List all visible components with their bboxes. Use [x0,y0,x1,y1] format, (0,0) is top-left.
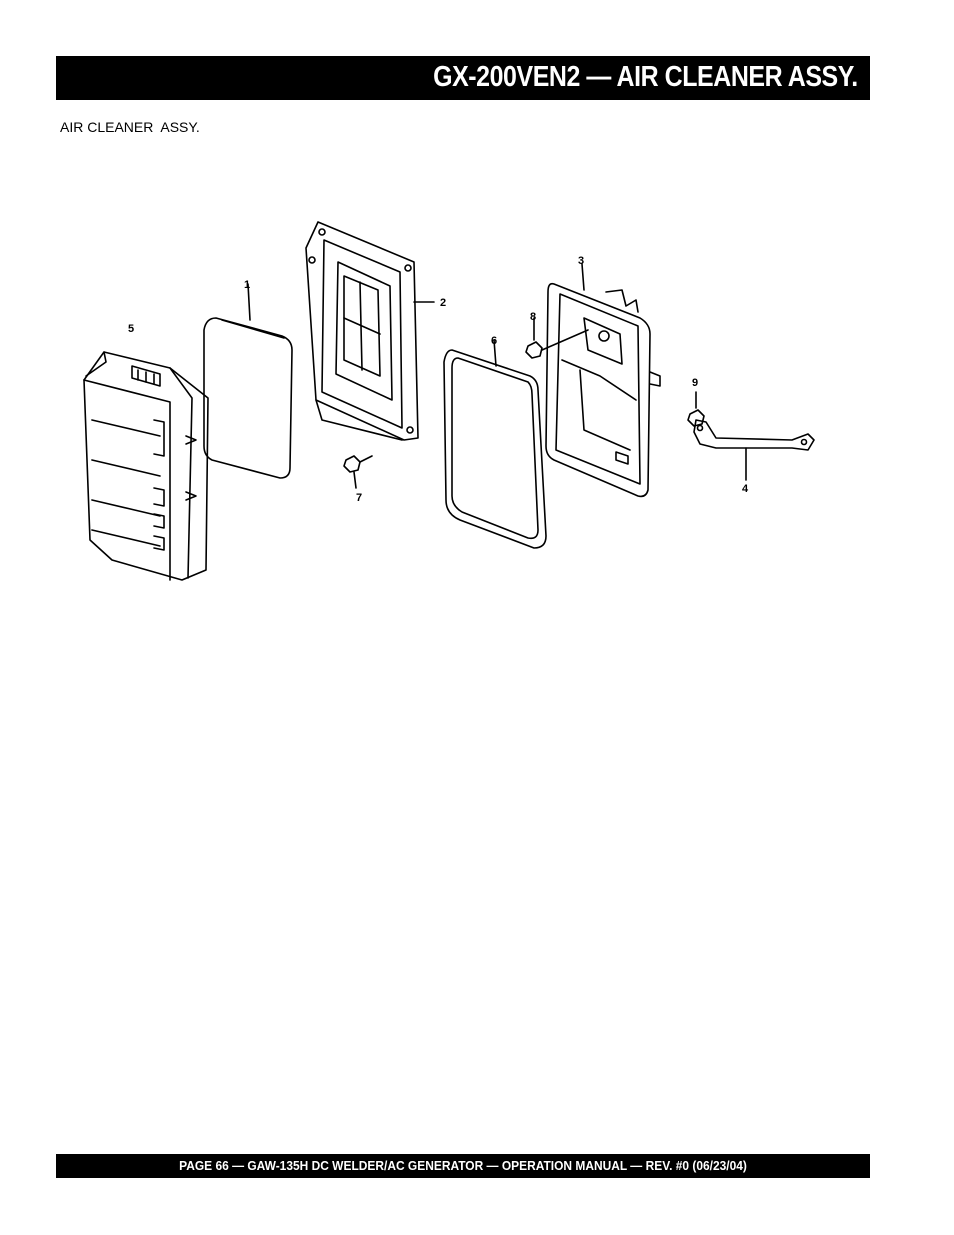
callout-2: 2 [440,297,446,309]
callout-9: 9 [692,377,698,389]
callout-7: 7 [356,492,362,504]
part-5-cover [83,351,209,581]
page-title: GX-200VEN2 — AIR CLEANER ASSY. [433,61,858,93]
callout-4: 4 [742,483,749,495]
part-1-element [203,283,293,479]
section-label: AIR CLEANER ASSY. [60,119,200,135]
callout-5: 5 [128,323,134,335]
part-6-gasket [443,339,547,549]
part-callouts: 1 2 3 4 5 6 7 8 9 [128,255,749,504]
part-3-base [545,263,661,498]
part-9-bolt [687,391,705,427]
page-footer-text: PAGE 66 — GAW-135H DC WELDER/AC GENERATO… [179,1158,747,1173]
part-2-case [305,221,435,441]
part-7-bolt [343,455,373,489]
page-footer-bar: PAGE 66 — GAW-135H DC WELDER/AC GENERATO… [56,1154,870,1178]
part-8-nut [525,317,589,359]
part-4-bracket [693,419,815,481]
callout-6: 6 [491,335,497,347]
callout-1: 1 [244,279,250,291]
page-header-bar: GX-200VEN2 — AIR CLEANER ASSY. [56,56,870,100]
callout-8: 8 [530,311,536,323]
callout-3: 3 [578,255,584,267]
